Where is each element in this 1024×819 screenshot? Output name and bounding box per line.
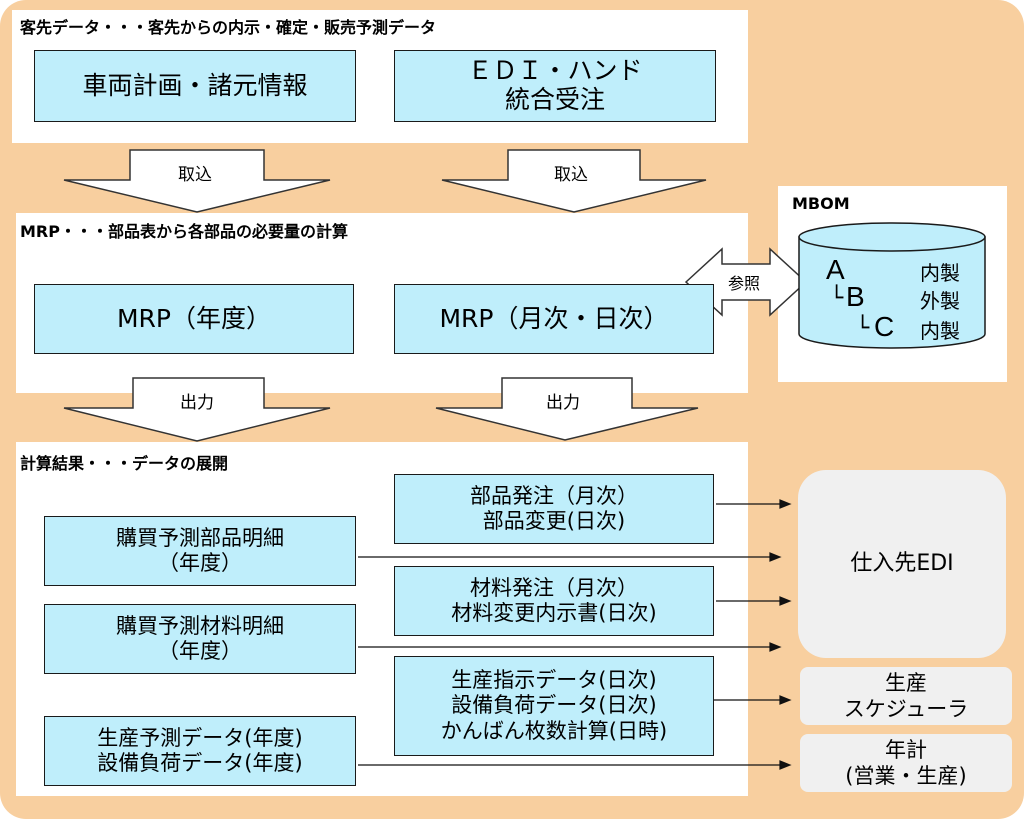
annual-plan-line1: 年計 [885, 737, 927, 762]
production-instruction-line1: 生産指示データ(日次) [451, 668, 657, 693]
mbom-title: MBOM [792, 194, 850, 213]
import-label-right: 取込 [554, 165, 588, 185]
scheduler-line2: スケジューラ [843, 697, 969, 721]
mrp-annual-text: MRP（年度） [116, 304, 272, 333]
parts-order-line1: 部品発注（月次） [470, 483, 638, 508]
supplier-edi-text: 仕入先EDI [850, 551, 954, 577]
arrowhead-parts-order [779, 499, 792, 509]
parts-forecast-line1: 購買予測部品明細 [116, 525, 284, 550]
customer-data-title: 客先データ・・・客先からの内示・確定・販売予測データ [20, 18, 437, 37]
parts-forecast-line2: （年度） [158, 551, 242, 575]
annual-plan-box: 年計 (営業・生産) [800, 734, 1012, 792]
material-order-line1: 材料発注（月次） [470, 575, 638, 600]
production-instruction-line2: 設備負荷データ(日次) [451, 693, 657, 718]
arrowhead-material-forecast [769, 642, 782, 652]
mbom-type-b: 外製 [920, 289, 960, 313]
production-instruction-line3: かんばん枚数計算(日時) [440, 718, 668, 743]
material-forecast-box: 購買予測材料明細 （年度） [44, 604, 356, 674]
output-arrow-right [435, 377, 699, 441]
edi-order-line1: ＥＤＩ・ハンド [467, 56, 643, 86]
supplier-edi-box: 仕入先EDI [798, 470, 1006, 658]
mrp-annual-box: MRP（年度） [34, 284, 354, 354]
mbom-cylinder-top [798, 222, 986, 252]
vehicle-plan-box: 車両計画・諸元情報 [34, 50, 356, 122]
import-label-left: 取込 [178, 165, 212, 185]
mbom-part-a: A [826, 254, 845, 285]
output-arrow-left [63, 377, 331, 442]
results-title: 計算結果・・・データの展開 [20, 454, 229, 473]
output-label-right: 出力 [546, 393, 580, 413]
mbom-tree-branch-b: └ [830, 286, 844, 311]
annual-plan-line2: (営業・生産) [845, 764, 967, 788]
production-forecast-line1: 生産予測データ(年度) [97, 725, 303, 750]
mbom-type-a: 内製 [920, 261, 960, 285]
arrowhead-material-order [779, 596, 792, 606]
mbom-database-cylinder [798, 236, 986, 349]
production-instruction-box: 生産指示データ(日次) 設備負荷データ(日次) かんばん枚数計算(日時) [394, 656, 714, 756]
mbom-part-b: B [846, 281, 865, 312]
vehicle-plan-text: 車両計画・諸元情報 [82, 71, 308, 100]
arrowhead-parts-forecast [769, 552, 782, 562]
reference-label: 参照 [728, 274, 761, 293]
mrp-monthly-daily-box: MRP（月次・日次） [394, 284, 714, 354]
mrp-title: MRP・・・部品表から各部品の必要量の計算 [20, 222, 348, 241]
production-forecast-box: 生産予測データ(年度) 設備負荷データ(年度) [44, 716, 356, 786]
parts-forecast-box: 購買予測部品明細 （年度） [44, 516, 356, 586]
mrp-monthly-daily-text: MRP（月次・日次） [439, 304, 669, 333]
arrowhead-production-forecast [779, 760, 792, 770]
scheduler-line1: 生産 [885, 670, 927, 695]
material-forecast-line1: 購買予測材料明細 [116, 613, 284, 638]
scheduler-box: 生産 スケジューラ [800, 667, 1012, 725]
mbom-type-c: 内製 [920, 319, 960, 343]
parts-order-line2: 部品変更(日次) [482, 509, 626, 533]
output-label-left: 出力 [180, 393, 214, 413]
material-order-line2: 材料変更内示書(日次) [451, 601, 657, 625]
edi-order-line2: 統合受注 [504, 85, 605, 114]
material-forecast-line2: （年度） [158, 639, 242, 663]
import-arrow-left [63, 149, 331, 213]
import-arrow-right [441, 149, 707, 213]
arrowhead-production-instruction [779, 695, 792, 705]
material-order-box: 材料発注（月次） 材料変更内示書(日次) [394, 566, 714, 636]
mbom-part-c: C [874, 311, 895, 342]
mbom-tree-branch-c: └ [856, 316, 870, 341]
parts-order-box: 部品発注（月次） 部品変更(日次) [394, 474, 714, 544]
edi-order-box: ＥＤＩ・ハンド 統合受注 [394, 50, 716, 122]
production-forecast-line2: 設備負荷データ(年度) [97, 751, 303, 775]
